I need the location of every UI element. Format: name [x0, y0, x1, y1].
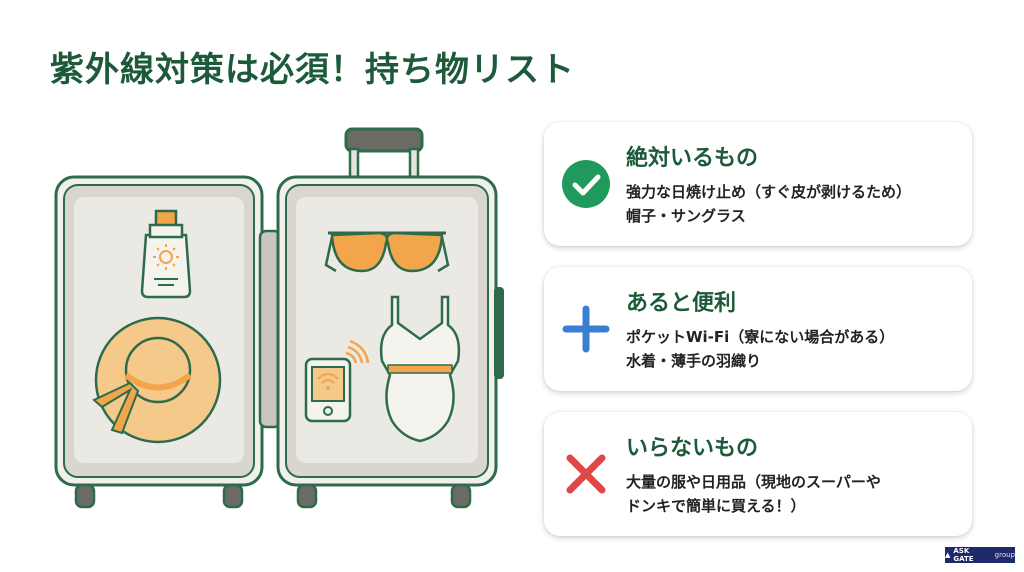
- logo-mark-icon: ▲: [945, 551, 951, 559]
- check-circle-icon: [562, 160, 610, 208]
- page-title: 紫外線対策は必須！持ち物リスト: [50, 50, 575, 90]
- card-line: 帽子・サングラス: [626, 207, 746, 225]
- card-body: 大量の服や日用品（現地のスーパーや ドンキで簡単に買える！）: [626, 470, 881, 518]
- sun-hat-icon: [92, 316, 222, 444]
- card-line: ポケットWi-Fi（寮にない場合がある）: [626, 328, 895, 346]
- suitcase-illustration: [54, 127, 504, 509]
- card-heading: いらないもの: [626, 436, 759, 461]
- cross-icon: [566, 454, 606, 494]
- suitcase-wheels: [74, 483, 472, 509]
- brand-logo: ▲ ASK GATE group: [945, 547, 1015, 563]
- card-nice-to-have: あると便利 ポケットWi-Fi（寮にない場合がある） 水着・薄手の羽織り: [544, 267, 972, 391]
- card-line: 大量の服や日用品（現地のスーパーや: [626, 473, 881, 491]
- swimsuit-icon: [379, 295, 461, 443]
- logo-brand: ASK GATE: [953, 547, 974, 563]
- card-must-have: 絶対いるもの 強力な日焼け止め（すぐ皮が剥けるため） 帽子・サングラス: [544, 122, 972, 246]
- card-body: ポケットWi-Fi（寮にない場合がある） 水着・薄手の羽織り: [626, 325, 894, 373]
- card-line: 強力な日焼け止め（すぐ皮が剥けるため）: [626, 183, 912, 201]
- card-line: 水着・薄手の羽織り: [626, 352, 762, 370]
- card-heading: 絶対いるもの: [626, 146, 759, 171]
- card-not-needed: いらないもの 大量の服や日用品（現地のスーパーや ドンキで簡単に買える！）: [544, 412, 972, 536]
- card-body: 強力な日焼け止め（すぐ皮が剥けるため） 帽子・サングラス: [626, 180, 911, 228]
- pocket-wifi-icon: [304, 339, 370, 423]
- card-line: ドンキで簡単に買える！）: [626, 497, 806, 515]
- card-heading: あると便利: [626, 291, 737, 316]
- sunglasses-icon: [324, 231, 450, 273]
- suitcase-handle: [344, 127, 424, 181]
- plus-icon: [562, 305, 610, 353]
- logo-suffix: group: [994, 551, 1015, 559]
- sunscreen-icon: [140, 209, 192, 299]
